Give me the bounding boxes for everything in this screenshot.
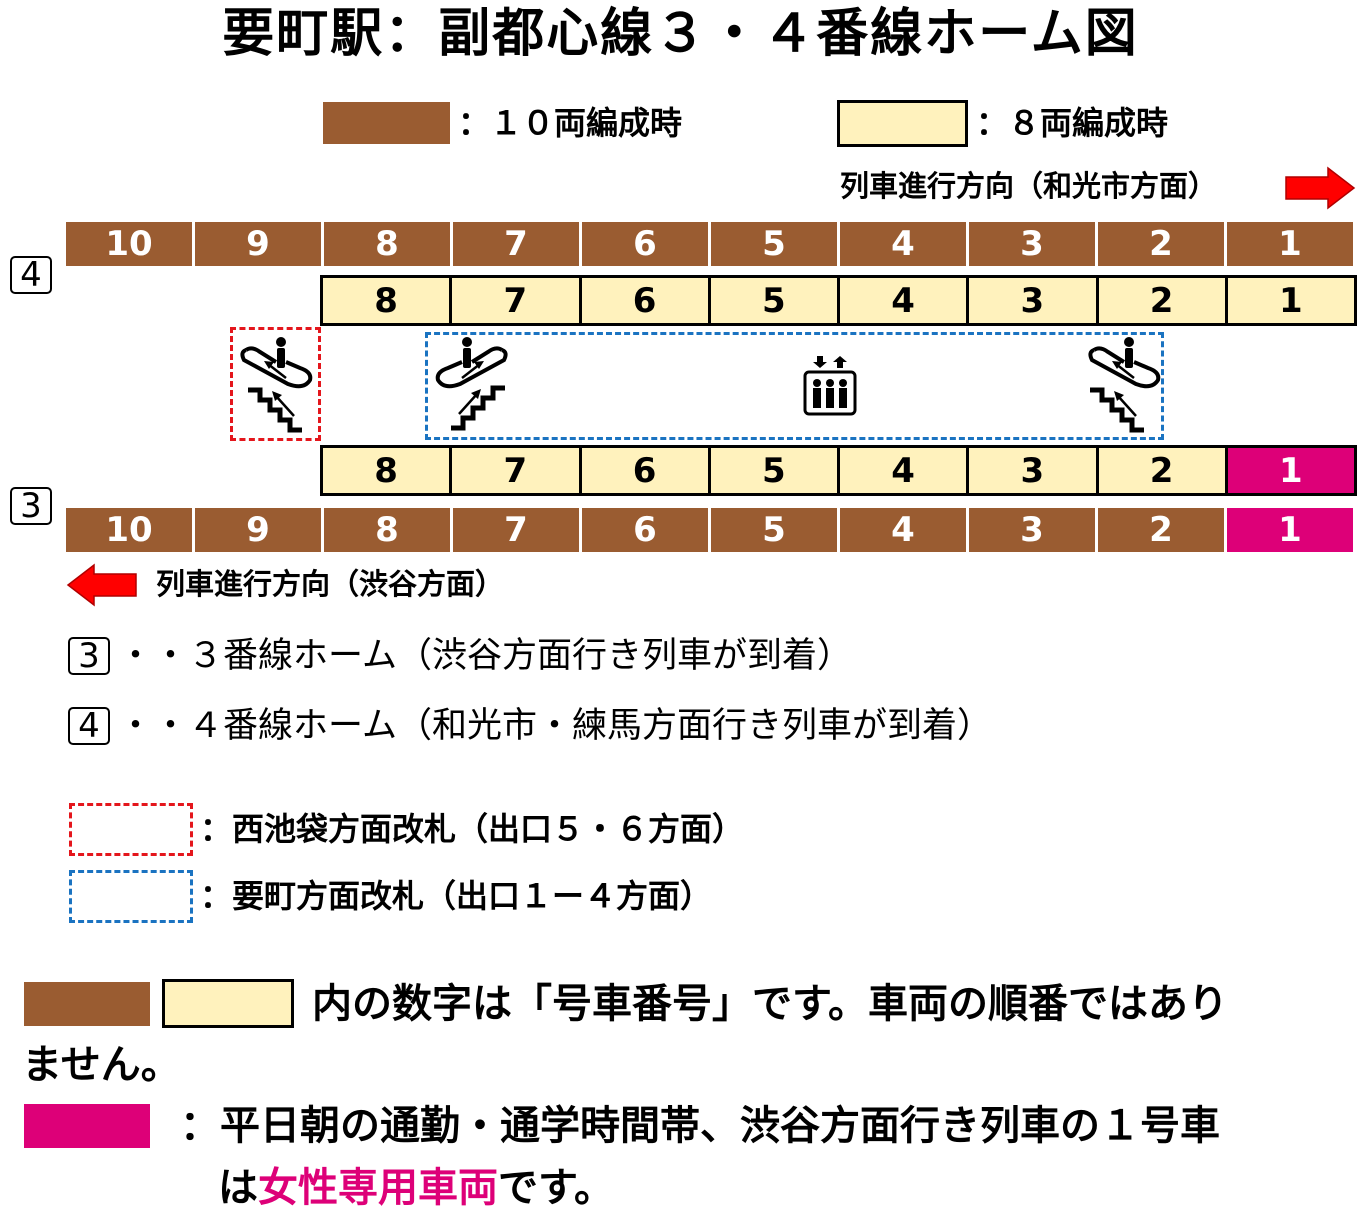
- track-4-label: 4: [10, 256, 52, 294]
- note-swatch-cream: [162, 979, 294, 1028]
- women-note-prefix: は: [218, 1165, 258, 1211]
- track-4-badge: 4: [68, 707, 110, 745]
- legend-red-dashed-swatch: [69, 803, 193, 856]
- page-title: 要町駅：副都心線３・４番線ホーム図: [222, 4, 1139, 64]
- car-6: 6: [581, 278, 708, 323]
- legend-kanamecho-gate: ：要町方面改札（出口１ー４方面）: [200, 877, 713, 915]
- legend-blue-dashed-swatch: [69, 870, 193, 923]
- car-4: 4: [840, 222, 966, 266]
- car-5: 5: [711, 508, 837, 552]
- car-2: 2: [1098, 448, 1225, 493]
- car-number-note-line2: ません。: [22, 1042, 181, 1088]
- direction-label-shibuya: 列車進行方向（渋谷方面）: [156, 567, 505, 601]
- car-6: 6: [582, 222, 708, 266]
- women-note-suffix: です。: [498, 1165, 614, 1211]
- car-3: 3: [969, 448, 1096, 493]
- car-2: 2: [1098, 278, 1225, 323]
- car-7: 7: [452, 448, 579, 493]
- note-swatch-brown: [24, 982, 150, 1026]
- car-number-note-line1: 内の数字は「号車番号」です。車両の順番ではあり: [312, 981, 1228, 1027]
- left-arrow-icon: [66, 563, 138, 607]
- kanamecho-gate-area: [425, 332, 1164, 440]
- track-3-note: 3 ・・３番線ホーム（渋谷方面行き列車が到着）: [68, 633, 852, 679]
- escalator-icon: [434, 336, 510, 390]
- escalator-icon: [238, 336, 314, 390]
- legend-label-10-car: ：１０両編成時: [458, 104, 683, 142]
- track-4-10-car-row: 10 9 8 7 6 5 4 3 2 1: [66, 222, 1354, 266]
- car-10: 10: [66, 222, 192, 266]
- car-10: 10: [66, 508, 192, 552]
- west-ikebukuro-gate-area: [230, 327, 321, 441]
- stairs-up-icon: [248, 386, 304, 434]
- track-3-label: 3: [10, 487, 52, 525]
- car-9: 9: [195, 508, 321, 552]
- car-1: 1: [1227, 278, 1354, 323]
- car-1-women-only: 1: [1227, 448, 1354, 493]
- direction-label-wakoshi: 列車進行方向（和光市方面）: [840, 169, 1218, 203]
- track-3-badge: 3: [68, 637, 110, 675]
- women-note-line1: ：平日朝の通勤・通学時間帯、渋谷方面行き列車の１号車: [180, 1103, 1220, 1149]
- women-note-line2: は女性専用車両です。: [218, 1160, 614, 1216]
- car-1-women-only: 1: [1227, 508, 1353, 552]
- right-arrow-icon: [1284, 166, 1356, 210]
- car-8: 8: [323, 448, 450, 493]
- note-swatch-women-only: [24, 1104, 150, 1148]
- car-5: 5: [710, 448, 837, 493]
- legend-swatch-8-car: [837, 100, 968, 147]
- car-4: 4: [840, 278, 967, 323]
- elevator-icon: [803, 354, 857, 416]
- car-6: 6: [582, 508, 708, 552]
- track-4-note-text: ・・４番線ホーム（和光市・練馬方面行き列車が到着）: [118, 706, 992, 746]
- car-4: 4: [840, 508, 966, 552]
- car-4: 4: [840, 448, 967, 493]
- car-2: 2: [1098, 508, 1224, 552]
- track-4-8-car-row: 8 7 6 5 4 3 2 1: [320, 275, 1357, 326]
- track-3-note-text: ・・３番線ホーム（渋谷方面行き列車が到着）: [118, 636, 852, 676]
- track-3-10-car-row: 10 9 8 7 6 5 4 3 2 1: [66, 508, 1354, 552]
- car-3: 3: [969, 508, 1095, 552]
- car-6: 6: [581, 448, 708, 493]
- car-8: 8: [323, 278, 450, 323]
- car-3: 3: [969, 278, 1096, 323]
- legend-west-ikebukuro-gate: ：西池袋方面改札（出口５・６方面）: [200, 810, 745, 848]
- car-5: 5: [710, 278, 837, 323]
- women-only-car-highlight: 女性専用車両: [258, 1165, 498, 1211]
- car-7: 7: [453, 222, 579, 266]
- car-7: 7: [452, 278, 579, 323]
- stairs-up-icon: [1090, 386, 1146, 434]
- stairs-up-icon: [448, 384, 506, 432]
- track-4-note: 4 ・・４番線ホーム（和光市・練馬方面行き列車が到着）: [68, 703, 992, 749]
- car-1: 1: [1227, 222, 1353, 266]
- car-2: 2: [1098, 222, 1224, 266]
- escalator-icon: [1086, 336, 1162, 390]
- legend-label-8-car: ：８両編成時: [976, 104, 1169, 142]
- legend-swatch-10-car: [323, 102, 450, 144]
- car-8: 8: [324, 508, 450, 552]
- track-3-8-car-row: 8 7 6 5 4 3 2 1: [320, 445, 1357, 496]
- car-8: 8: [324, 222, 450, 266]
- car-3: 3: [969, 222, 1095, 266]
- car-7: 7: [453, 508, 579, 552]
- car-9: 9: [195, 222, 321, 266]
- car-5: 5: [711, 222, 837, 266]
